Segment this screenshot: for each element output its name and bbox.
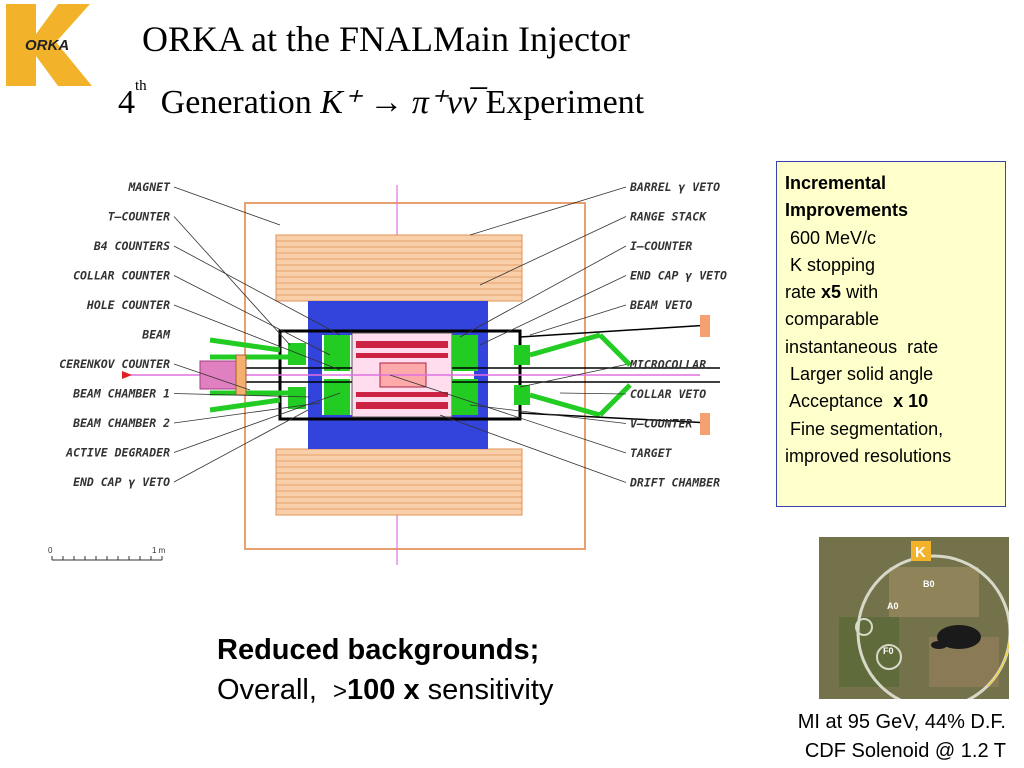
improvement-line-7: Acceptance x 10 bbox=[785, 391, 929, 412]
label-right-barrel-veto: BARREL γ VETO bbox=[629, 180, 720, 194]
decay-formula: K⁺ → π⁺νν̅ bbox=[320, 84, 478, 121]
improvement-line-6: Larger solid angle bbox=[785, 364, 934, 385]
magnet-block-lower bbox=[308, 415, 488, 449]
scale-bar: 0 1 m bbox=[48, 546, 166, 561]
label-left-beam-chamber-1: BEAM CHAMBER 1 bbox=[72, 387, 170, 401]
improvements-box: Incremental Improvements 600 MeV/c K sto… bbox=[776, 161, 1006, 507]
leader-right-1 bbox=[469, 186, 627, 236]
summary-line-1: Reduced backgrounds; bbox=[217, 634, 540, 666]
leader-right-10 bbox=[439, 414, 627, 483]
improvements-heading-2: Improvements bbox=[785, 200, 909, 221]
leader-left-10 bbox=[173, 392, 341, 453]
label-left-end-cap-veto: END CAP γ VETO bbox=[73, 475, 170, 489]
label-left-b4-counters: B4 COUNTERS bbox=[93, 239, 170, 253]
aerial-caption: MI at 95 GeV, 44% D.F. CDF Solenoid @ 1.… bbox=[798, 708, 1006, 766]
label-right-target: TARGET bbox=[630, 446, 673, 460]
label-right-collar-veto: COLLAR VETO bbox=[630, 387, 706, 401]
summary-line-2: Overall, >100 x sensitivity bbox=[217, 674, 554, 706]
greater-than-sign: > bbox=[333, 678, 348, 705]
subtitle-superscript: th bbox=[135, 78, 147, 94]
caption-line-2: CDF Solenoid @ 1.2 T bbox=[804, 740, 1006, 762]
label-right-beam-veto: BEAM VETO bbox=[629, 298, 692, 312]
leader-right-3 bbox=[459, 245, 627, 338]
leader-left-5 bbox=[173, 304, 341, 371]
beam-veto-right bbox=[700, 315, 710, 435]
leader-left-2 bbox=[173, 216, 291, 346]
improvement-line-9: improved resolutions bbox=[785, 445, 952, 466]
leader-left-11 bbox=[173, 409, 309, 483]
label-left-active-degrader: ACTIVE DEGRADER bbox=[65, 446, 170, 460]
sensitivity-factor: 100 x bbox=[347, 674, 420, 706]
main-injector-aerial-photo: K B0 A0 F0 bbox=[819, 537, 1009, 699]
endcap-downstream bbox=[452, 335, 530, 415]
leader-left-8 bbox=[173, 393, 311, 398]
aerial-label-b0: B0 bbox=[923, 579, 935, 589]
label-right-microcollar: MICROCOLLAR bbox=[629, 358, 706, 372]
label-left-beam: BEAM bbox=[141, 328, 171, 342]
label-left-cerenkov-counter: CERENKOV COUNTER bbox=[59, 357, 170, 371]
leader-left-7 bbox=[173, 363, 251, 391]
aerial-label-a0: A0 bbox=[887, 601, 899, 611]
scale-start: 0 bbox=[48, 546, 53, 555]
leader-left-4 bbox=[173, 275, 331, 356]
orka-logo-text: ORKA bbox=[25, 37, 69, 54]
improvement-line-3: rate x5 with bbox=[785, 282, 879, 303]
range-stack-upper bbox=[275, 234, 523, 302]
detector-diagram: MAGNET T–COUNTER B4 COUNTERS COLLAR COUNTER… bbox=[48, 180, 727, 565]
leader-left-1 bbox=[173, 186, 281, 226]
aerial-logo-letter: K bbox=[915, 544, 926, 561]
label-left-beam-chamber-2: BEAM CHAMBER 2 bbox=[72, 416, 170, 430]
summary-text: Reduced backgrounds; Overall, >100 x sen… bbox=[217, 630, 553, 712]
improvement-line-2: K stopping bbox=[785, 254, 876, 275]
label-right-end-cap-veto: END CAP γ VETO bbox=[630, 269, 727, 283]
rate-multiplier: x5 bbox=[821, 282, 842, 303]
endcap-upstream bbox=[288, 335, 350, 415]
improvement-line-5: instantaneous rate bbox=[785, 336, 939, 357]
subtitle-end: Experiment bbox=[485, 84, 645, 121]
improvement-line-4: comparable bbox=[785, 309, 880, 330]
label-right-v-counter: V–COUNTER bbox=[630, 417, 692, 431]
leader-right-5 bbox=[529, 304, 627, 336]
label-right-drift-chamber: DRIFT CHAMBER bbox=[629, 476, 720, 490]
aerial-label-f0: F0 bbox=[883, 646, 894, 656]
leader-right-8 bbox=[469, 404, 627, 424]
acceptance-multiplier: x 10 bbox=[893, 391, 929, 412]
subtitle-number: 4 bbox=[118, 84, 135, 121]
leader-right-4 bbox=[479, 275, 627, 346]
improvements-heading-1: Incremental bbox=[785, 173, 887, 193]
improvement-line-8: Fine segmentation, bbox=[785, 418, 944, 439]
label-right-range-stack: RANGE STACK bbox=[630, 210, 707, 224]
improvement-line-1: 600 MeV/c bbox=[785, 227, 877, 248]
leader-right-9 bbox=[389, 374, 627, 454]
scale-end: 1 m bbox=[152, 546, 166, 555]
label-left-hole-counter: HOLE COUNTER bbox=[86, 298, 170, 312]
leader-right-7 bbox=[559, 392, 627, 395]
magnet-block-upper bbox=[308, 301, 488, 335]
leader-right-6 bbox=[519, 364, 627, 388]
caption-line-1: MI at 95 GeV, 44% D.F. bbox=[797, 711, 1006, 733]
orka-logo: ORKA bbox=[6, 4, 92, 86]
collar-arms bbox=[209, 332, 632, 418]
range-stack-lower bbox=[275, 448, 523, 516]
label-right-i-counter: I–COUNTER bbox=[630, 239, 692, 253]
label-left-t-counter: T–COUNTER bbox=[108, 210, 170, 224]
slide-title: ORKA at the FNALMain Injector bbox=[142, 19, 630, 59]
leader-left-9 bbox=[173, 402, 321, 424]
leader-left-3 bbox=[173, 245, 341, 336]
slide-subtitle: 4th Generation K⁺ → π⁺νν̅ Experiment bbox=[118, 78, 645, 122]
leader-right-2 bbox=[479, 216, 627, 286]
label-left-collar-counter: COLLAR COUNTER bbox=[73, 269, 170, 283]
label-left-magnet: MAGNET bbox=[127, 180, 171, 194]
beam-arrow bbox=[122, 371, 132, 379]
subtitle-word: Generation bbox=[160, 84, 312, 121]
